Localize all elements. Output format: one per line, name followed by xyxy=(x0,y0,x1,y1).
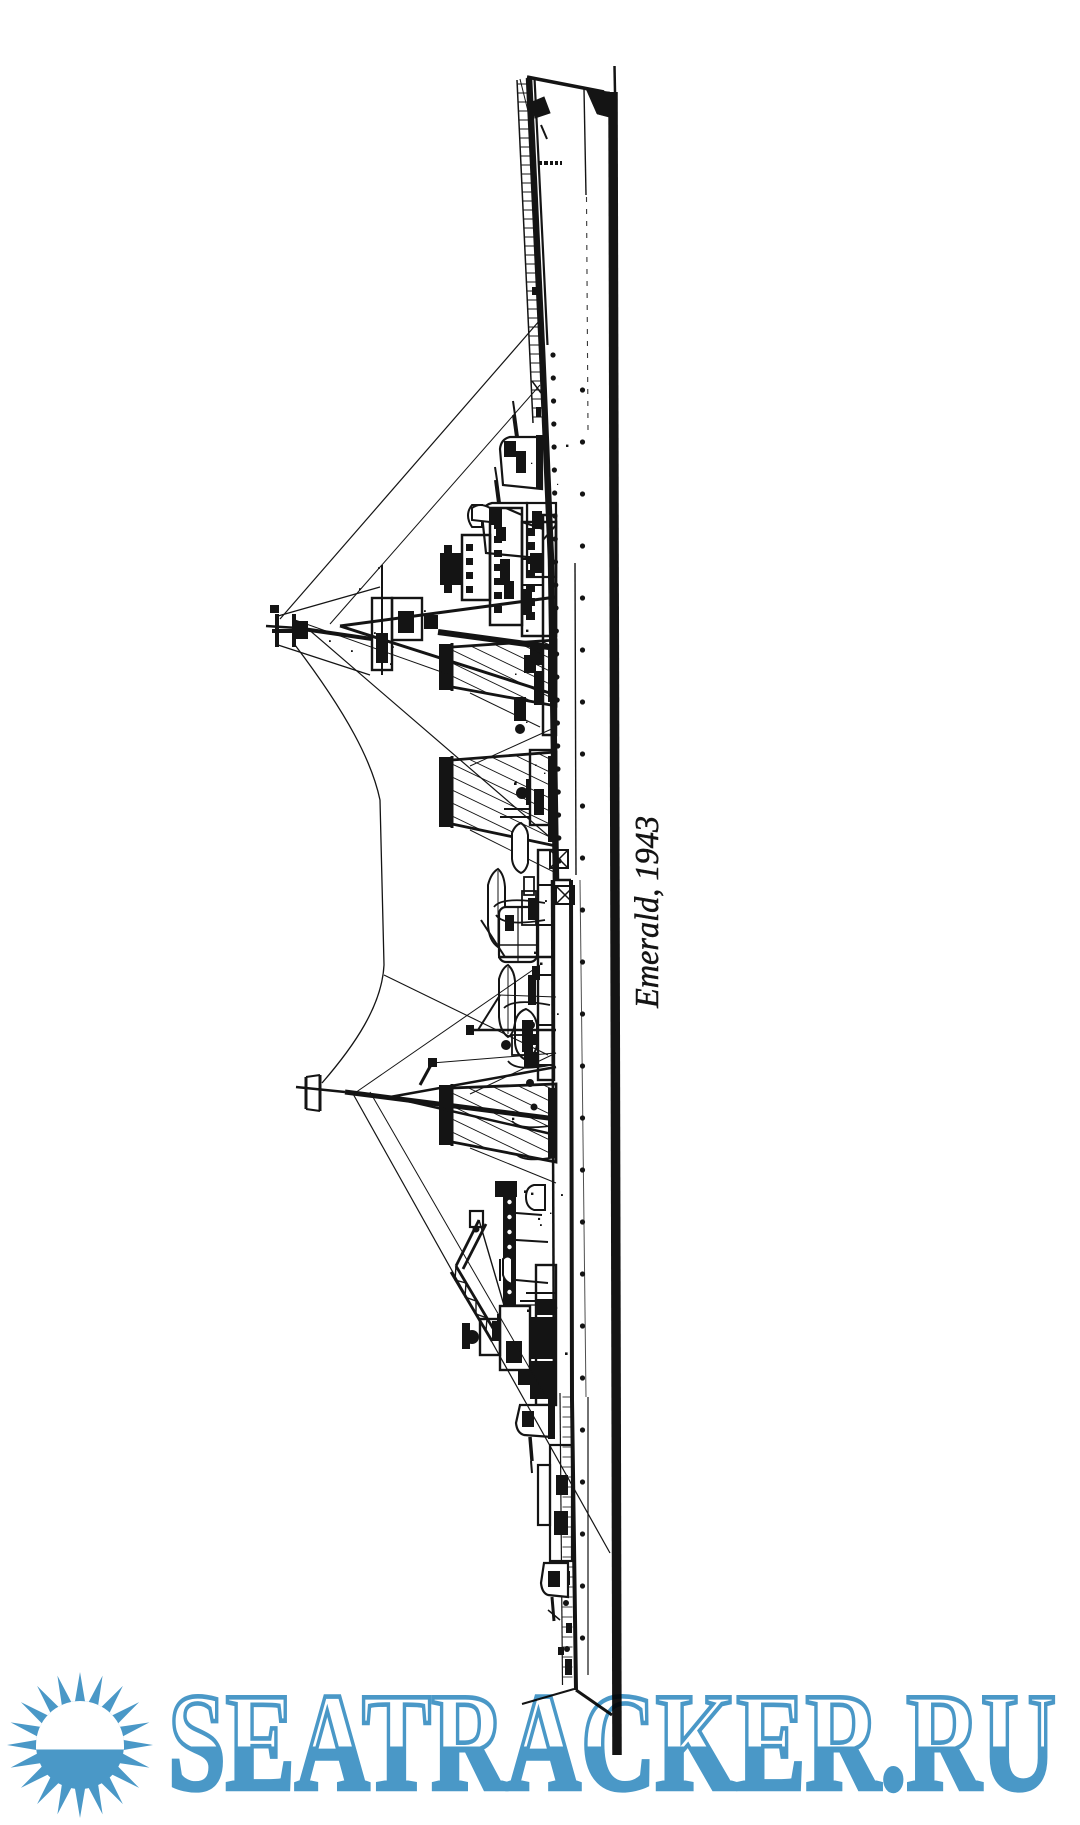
svg-text:Emerald, 1943: Emerald, 1943 xyxy=(629,816,666,1009)
svg-text:SEATRACKER.RU: SEATRACKER.RU xyxy=(168,1665,1056,1820)
